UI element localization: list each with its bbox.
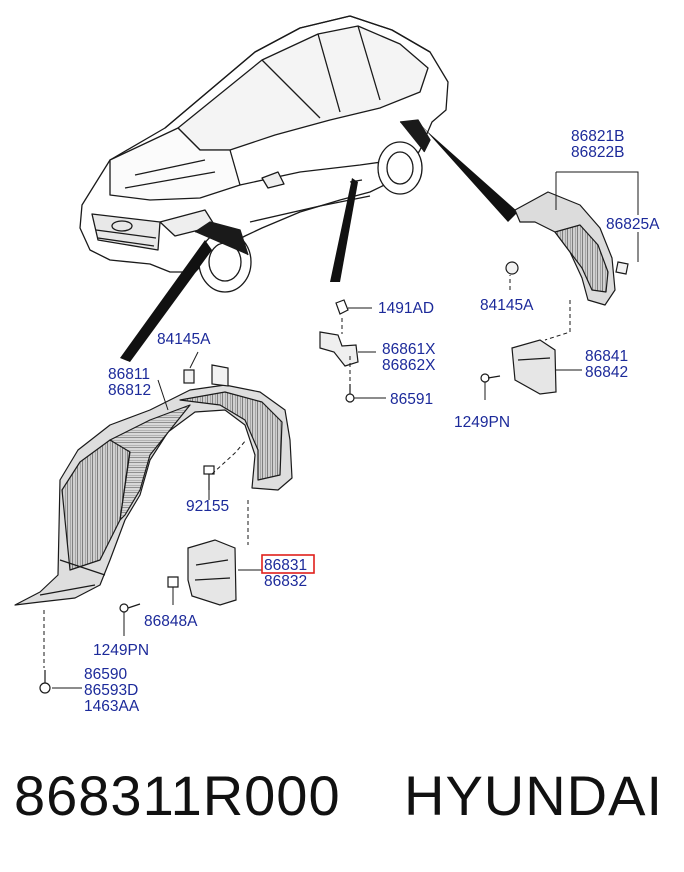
label-86842: 86842 <box>585 364 628 381</box>
label-1463AA: 1463AA <box>84 698 140 715</box>
label-86590: 86590 <box>84 666 127 683</box>
label-86841: 86841 <box>585 348 628 365</box>
leader-lines <box>43 171 639 689</box>
label-1249PN-front: 1249PN <box>93 642 149 659</box>
leader-wedges <box>120 124 518 362</box>
label-86812: 86812 <box>108 382 151 399</box>
car-illustration <box>79 15 449 293</box>
label-86832: 86832 <box>264 573 307 590</box>
label-86811: 86811 <box>108 366 150 383</box>
bracket-86861X <box>319 331 359 367</box>
highlight-box-86831 <box>261 554 315 574</box>
label-84145A-rear: 84145A <box>480 297 534 314</box>
brand-name: HYUNDAI <box>404 764 664 827</box>
label-1249PN-rear: 1249PN <box>454 414 510 431</box>
label-1491AD: 1491AD <box>378 300 434 317</box>
label-84145A-front: 84145A <box>157 331 211 348</box>
label-92155: 92155 <box>186 498 229 515</box>
front-wheel-guard <box>14 384 293 606</box>
fasteners <box>39 299 501 694</box>
label-86591: 86591 <box>390 391 433 408</box>
rear-clips <box>505 261 629 275</box>
label-86861X: 86861X <box>382 341 436 358</box>
label-86848A: 86848A <box>144 613 198 630</box>
parts-diagram: 86821B 86822B 86825A 84145A 1491AD 86861… <box>14 15 660 715</box>
rear-mud-guard <box>511 339 557 395</box>
label-86831: 86831 <box>264 557 307 574</box>
label-86862X: 86862X <box>382 357 436 374</box>
front-mud-guard <box>187 539 237 606</box>
part-labels: 86821B 86822B 86825A 84145A 1491AD 86861… <box>84 128 660 715</box>
label-86821B: 86821B <box>571 128 624 145</box>
part-number: 868311R000 <box>14 764 341 827</box>
label-86822B: 86822B <box>571 144 624 161</box>
clip-84145A-front <box>183 364 229 387</box>
rear-wheel-guard <box>514 191 616 306</box>
label-86825A: 86825A <box>606 216 660 233</box>
label-86593D: 86593D <box>84 682 138 699</box>
